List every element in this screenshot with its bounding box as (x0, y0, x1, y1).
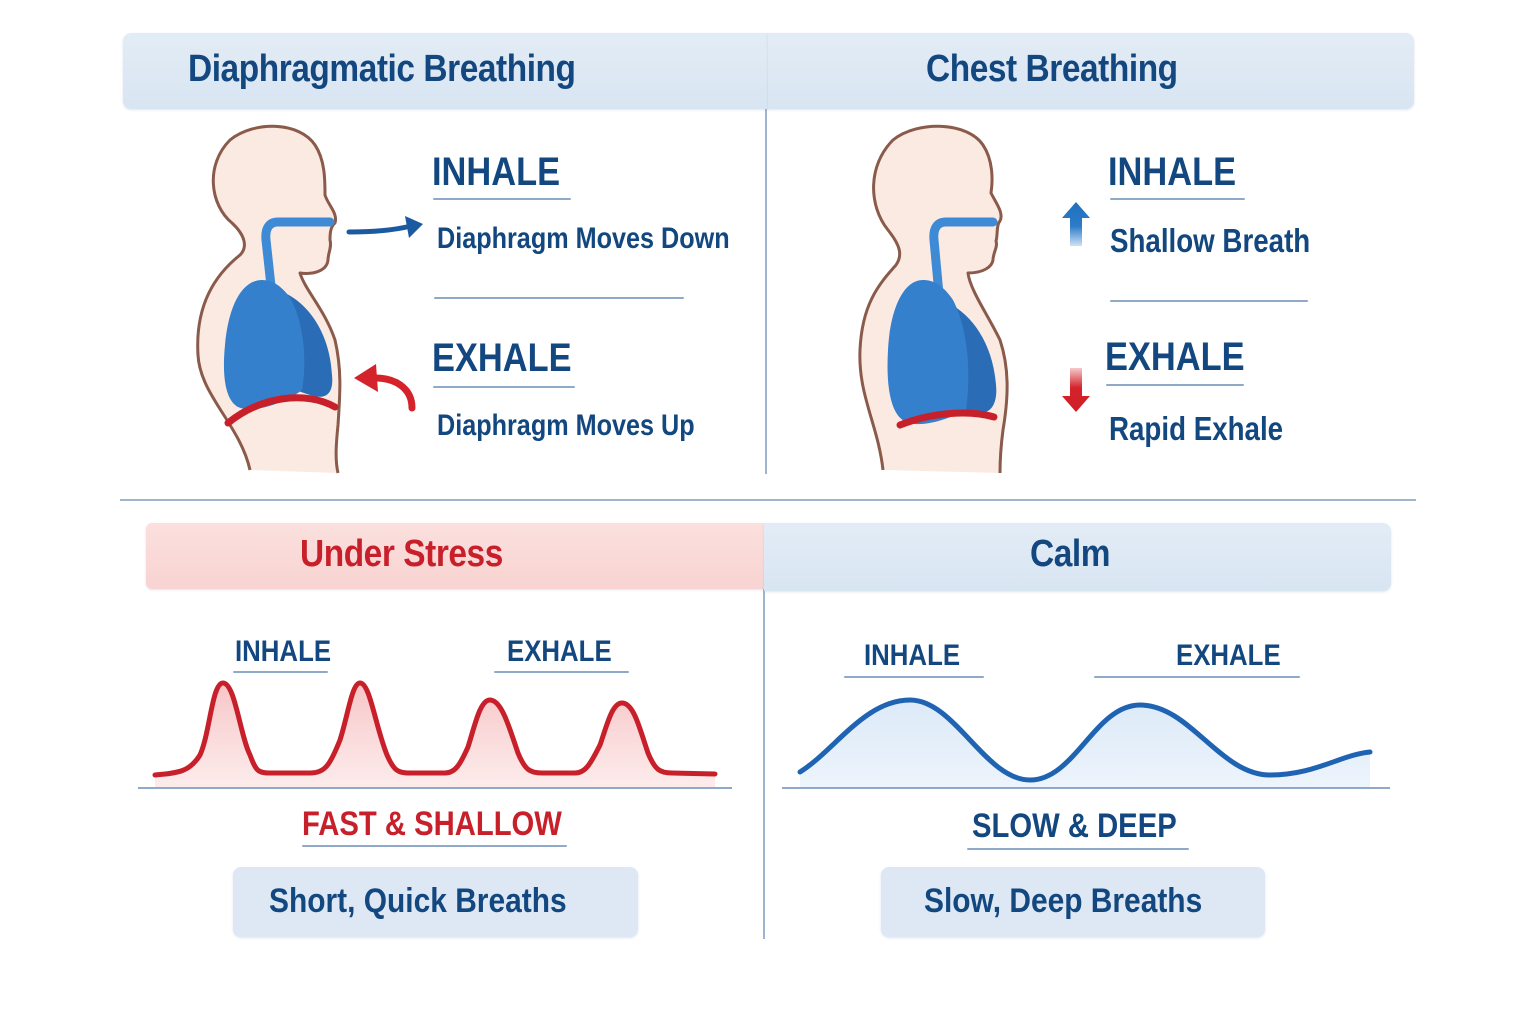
calm-inhale-label: INHALE (864, 639, 961, 672)
underline (1110, 198, 1245, 200)
arrow-up-icon (1062, 202, 1090, 246)
chest-exhale-description: Rapid Exhale (1109, 410, 1284, 447)
diaphragmatic-exhale-description: Diaphragm Moves Up (437, 409, 695, 442)
lung-front (223, 280, 305, 410)
underline (1094, 676, 1300, 678)
baseline-axis (782, 787, 1390, 789)
slow-deep-label: SLOW & DEEP (972, 807, 1177, 845)
under-stress-title: Under Stress (300, 533, 503, 575)
calm-header-band (764, 523, 1391, 591)
underline (1106, 384, 1244, 386)
chest-exhale-label: EXHALE (1105, 335, 1245, 379)
underline (302, 845, 567, 847)
body-figure-chest (858, 124, 1009, 474)
airway (261, 217, 335, 300)
vertical-divider-bottom (763, 525, 765, 939)
baseline-axis (138, 787, 732, 789)
chest-header-band (768, 33, 1414, 109)
underline (967, 848, 1189, 850)
vertical-divider-top (765, 44, 767, 474)
slow-deep-wave (797, 697, 1373, 788)
wave-line (797, 697, 1373, 783)
underline (844, 676, 984, 678)
chest-inhale-description: Shallow Breath (1110, 222, 1311, 259)
under-stress-header-band (146, 523, 764, 589)
stress-inhale-label: INHALE (235, 635, 332, 668)
arrow-right-icon (346, 216, 423, 238)
chest-title: Chest Breathing (926, 48, 1178, 90)
section-separator (434, 297, 684, 299)
arrow-down-icon (1062, 368, 1090, 412)
curved-arrow-left-icon (354, 364, 416, 412)
diaphragmatic-inhale-label: INHALE (432, 150, 561, 194)
chest-line (896, 409, 998, 429)
diaphragmatic-title: Diaphragmatic Breathing (188, 48, 576, 90)
slow-deep-breaths-box (881, 867, 1265, 937)
calm-title: Calm (1030, 533, 1111, 575)
diaphragmatic-exhale-label: EXHALE (432, 336, 572, 380)
wave-fill (155, 683, 715, 787)
short-quick-breaths-box (233, 867, 638, 937)
airway (929, 217, 998, 310)
stress-exhale-label: EXHALE (507, 635, 612, 668)
fast-shallow-wave (152, 680, 718, 787)
underline (433, 386, 575, 388)
lung-front (887, 280, 969, 425)
calm-exhale-label: EXHALE (1176, 639, 1281, 672)
underline (433, 198, 571, 200)
horizontal-divider (120, 499, 1416, 501)
diaphragmatic-header-band (123, 33, 768, 109)
body-figure-diaphragmatic (196, 124, 342, 474)
diaphragmatic-inhale-description: Diaphragm Moves Down (437, 222, 730, 255)
wave-line (152, 680, 718, 778)
section-separator (1110, 300, 1308, 302)
underline (233, 671, 328, 673)
slow-deep-breaths-text: Slow, Deep Breaths (924, 882, 1203, 920)
underline (494, 671, 629, 673)
chest-inhale-label: INHALE (1108, 150, 1237, 194)
diaphragm-line (224, 394, 339, 427)
short-quick-breaths-text: Short, Quick Breaths (269, 882, 567, 920)
fast-shallow-label: FAST & SHALLOW (302, 805, 562, 843)
